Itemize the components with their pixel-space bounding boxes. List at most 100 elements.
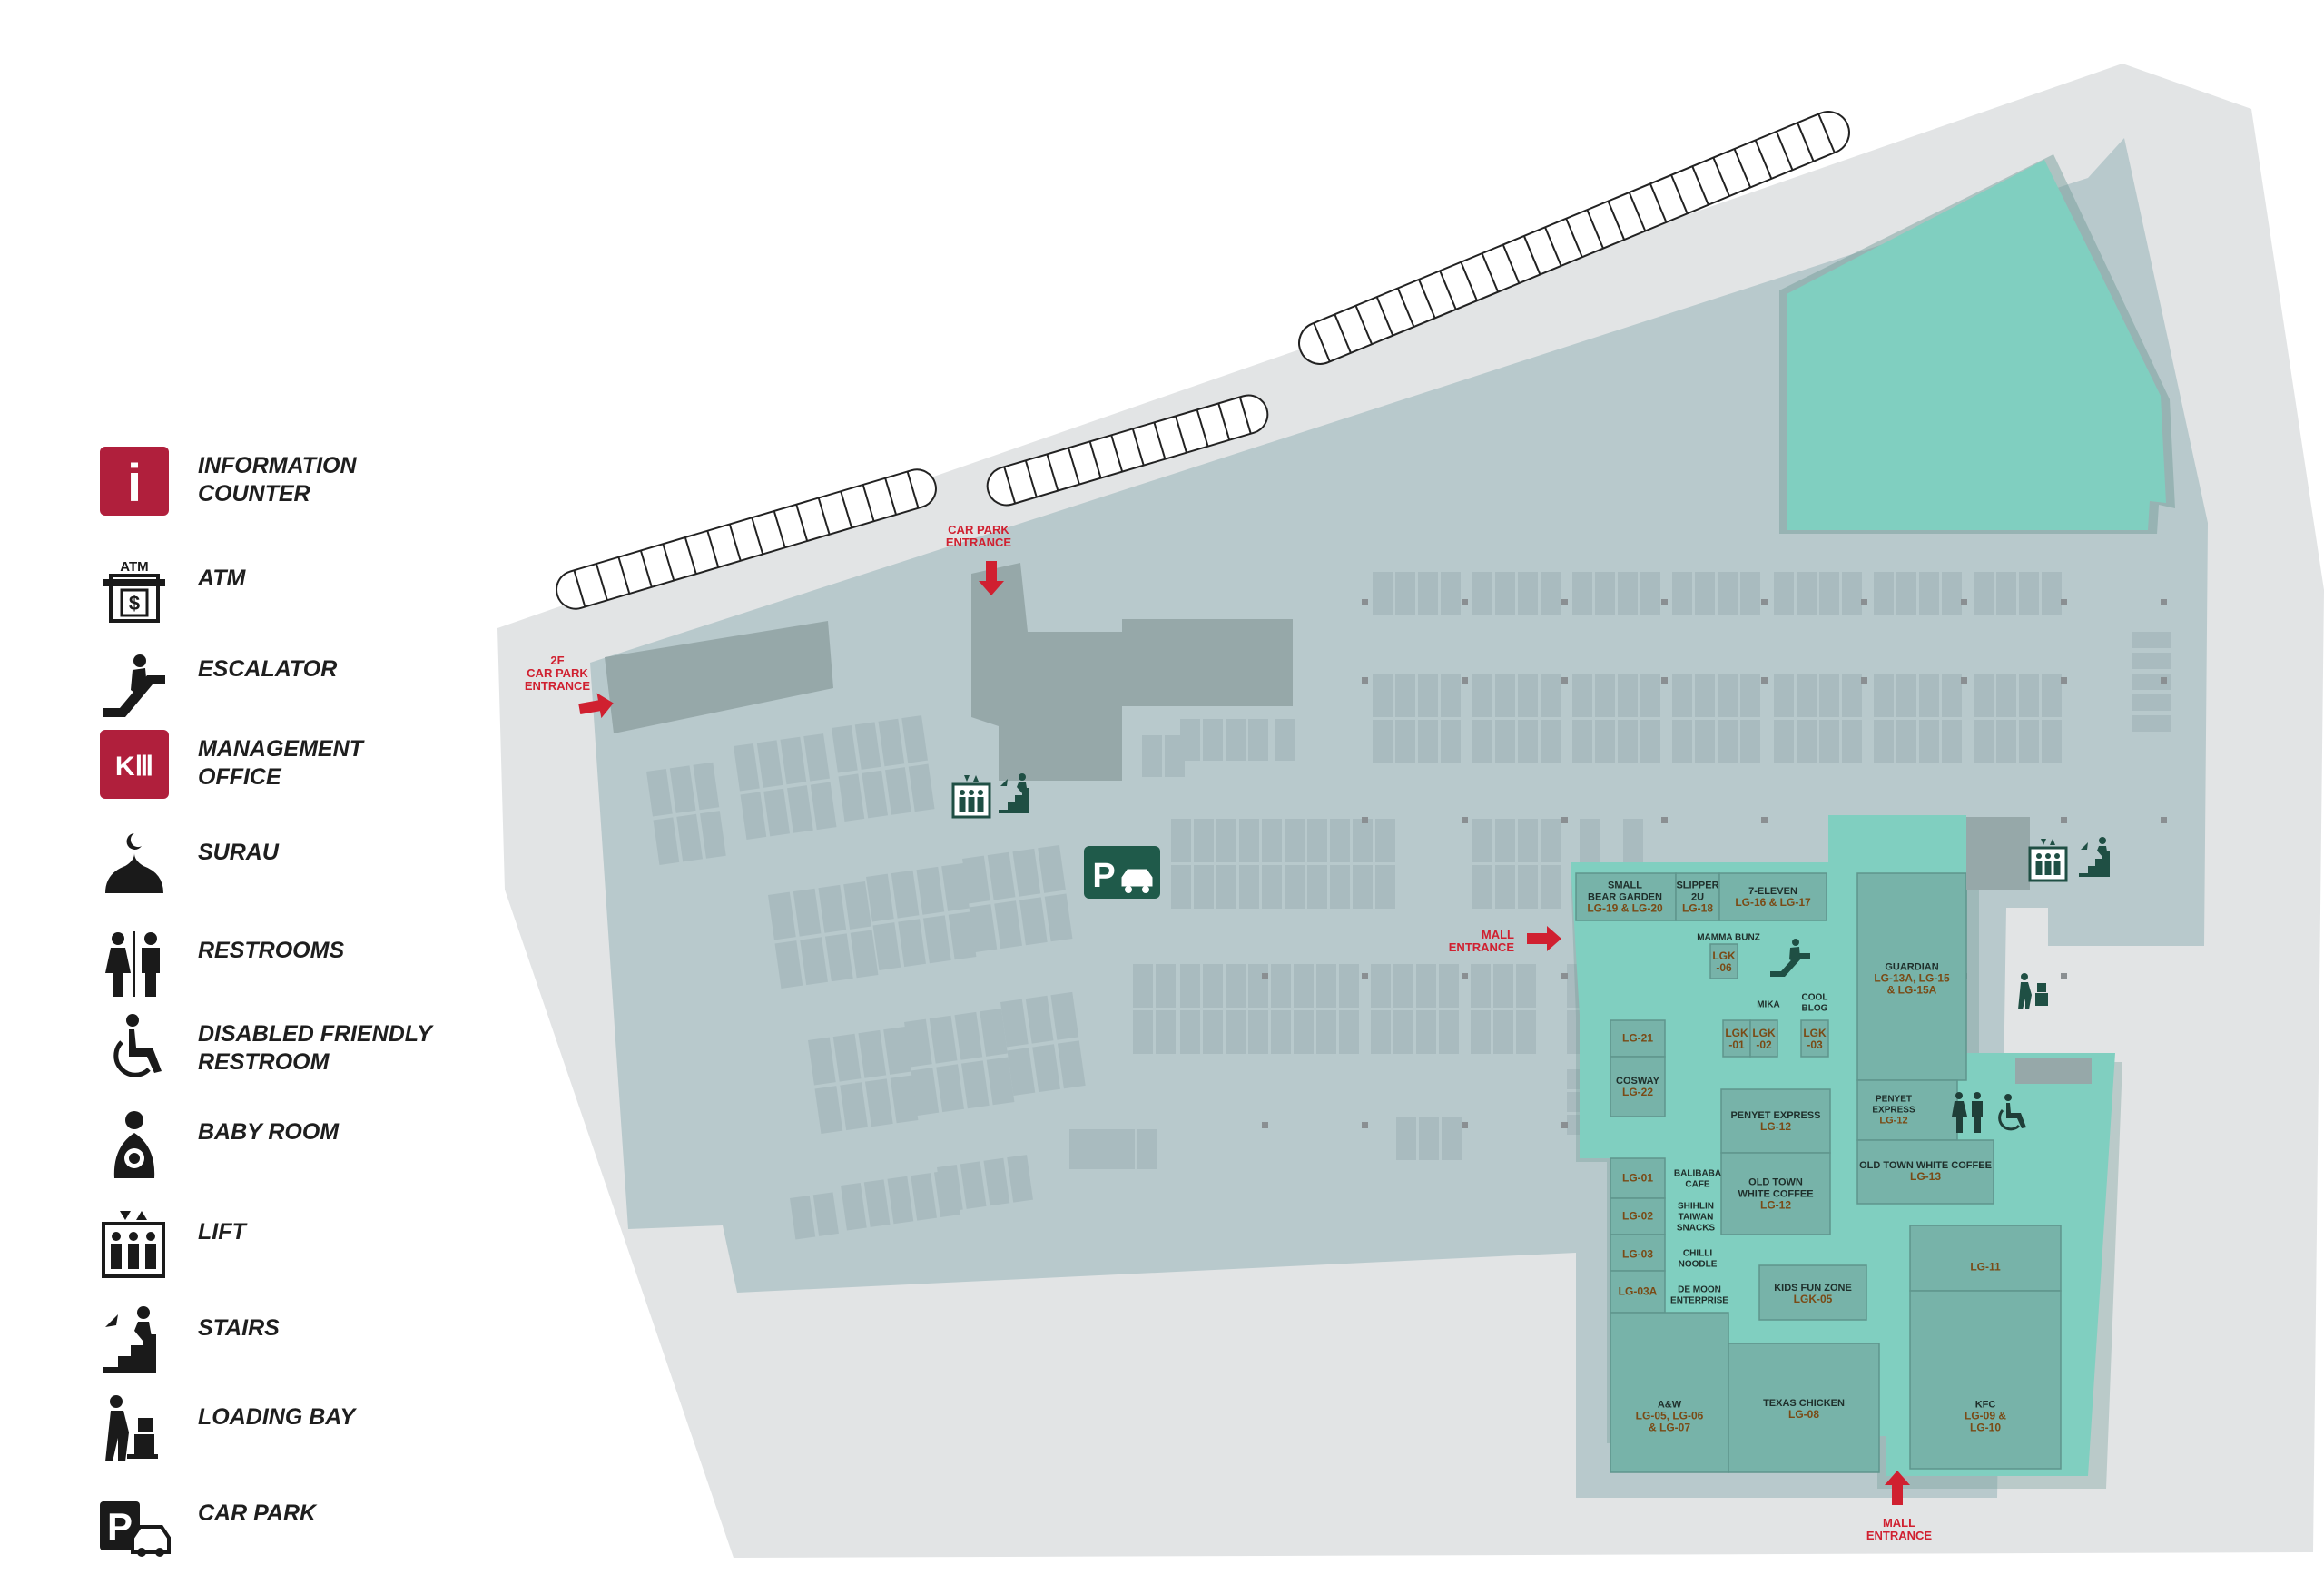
- store-name: SLIPPER: [1676, 881, 1718, 891]
- store-unit: LG-01: [1622, 1172, 1653, 1185]
- structure-block-2: [971, 563, 1122, 781]
- lift-icon: [98, 1207, 171, 1280]
- pillar: [1661, 677, 1668, 684]
- legend-label: STAIRS: [198, 1315, 280, 1341]
- pillar: [2061, 817, 2067, 823]
- lift-icon: [2028, 839, 2068, 882]
- pillar: [1861, 677, 1867, 684]
- pillar: [1561, 677, 1568, 684]
- kiosk-lgk-06: [1709, 943, 1738, 979]
- store-name: COOL: [1802, 992, 1828, 1002]
- parking-bays: [1572, 674, 1660, 763]
- pillar: [2061, 973, 2067, 979]
- restrooms-icon: [98, 928, 171, 1000]
- legend-item: LIFT: [98, 1207, 479, 1289]
- store-unit: LG-22: [1622, 1086, 1653, 1098]
- store-unit: LG-11: [1970, 1261, 2001, 1274]
- parking-bays: [1472, 674, 1561, 763]
- store-unit: LGK-05: [1794, 1293, 1833, 1305]
- store-lg-02: [1610, 1197, 1666, 1235]
- store-unit: LGK: [1712, 950, 1736, 962]
- store-name: SNACKS: [1677, 1223, 1716, 1233]
- store-old-town-white-coffee-2: [1720, 1152, 1831, 1235]
- entrance-arrow: [979, 561, 1004, 595]
- roadside-parking-3: [1298, 111, 1850, 365]
- store-label: LG-21: [1622, 1032, 1653, 1045]
- store-penyet-express: [1720, 1088, 1831, 1154]
- store-name: COSWAY: [1616, 1076, 1660, 1087]
- disabled-restroom-icon: [98, 1011, 171, 1084]
- svg-text:ENTRANCE: ENTRANCE: [525, 679, 591, 693]
- pillar: [1561, 1122, 1568, 1128]
- store-name: KFC: [1975, 1400, 1996, 1411]
- store-7-eleven: [1718, 872, 1827, 921]
- svg-text:P: P: [1092, 857, 1115, 895]
- structure-block-3: [1122, 619, 1293, 706]
- parking-bays: [904, 1008, 1015, 1116]
- svg-text:ENTRANCE: ENTRANCE: [946, 536, 1012, 549]
- store-old-town-white-coffee: [1856, 1139, 1994, 1205]
- store-unit: LG-08: [1788, 1408, 1819, 1421]
- parking-bays: [1171, 819, 1395, 909]
- store-unit: -03: [1807, 1038, 1823, 1051]
- legend-label: SURAU: [198, 840, 279, 865]
- store-name: A&W: [1658, 1400, 1682, 1411]
- parking-bays: [1133, 964, 1176, 1054]
- legend-item: DISABLED FRIENDLY RESTROOM: [98, 1011, 479, 1093]
- pillar: [1661, 817, 1668, 823]
- legend-item: BABY ROOM: [98, 1109, 479, 1191]
- loading-bay-icon: [98, 1392, 171, 1465]
- svg-text:P: P: [107, 1505, 133, 1548]
- store-unit: -01: [1728, 1038, 1745, 1051]
- parking-bays: [962, 844, 1073, 952]
- store-unit: LG-16 & LG-17: [1735, 896, 1811, 909]
- pillar: [1262, 973, 1268, 979]
- pillar: [1362, 817, 1368, 823]
- store-name: TAIWAN: [1679, 1212, 1714, 1222]
- parking-bays: [1373, 674, 1461, 763]
- store-unit: LG-10: [1970, 1422, 2001, 1434]
- legend-label: ATM: [198, 566, 246, 591]
- parking-bays: [1472, 819, 1561, 909]
- pillar: [1661, 599, 1668, 605]
- store-unit: LG-19 & LG-20: [1587, 902, 1663, 915]
- store-unit: LG-13: [1910, 1170, 1941, 1183]
- pillar: [1462, 1122, 1468, 1128]
- parking-bays: [808, 1026, 919, 1134]
- parking-bays: [1396, 1117, 1462, 1160]
- store-name: ENTERPRISE: [1670, 1295, 1728, 1305]
- pillar: [1561, 599, 1568, 605]
- store-label: LG-11: [1970, 1261, 2001, 1274]
- store-label: MIKA: [1757, 999, 1780, 1009]
- parking-bays: [1371, 964, 1459, 1054]
- store-kids-fun-zone: [1758, 1264, 1867, 1321]
- parking-bays: [790, 1192, 839, 1240]
- store-name: NOODLE: [1679, 1259, 1718, 1269]
- escalator-icon: [98, 648, 171, 721]
- store-label: LGK-02: [1752, 1027, 1776, 1051]
- store-label: LGK-01: [1725, 1027, 1748, 1051]
- pillar: [2161, 677, 2167, 684]
- store-texas-chicken: [1728, 1343, 1880, 1473]
- pillar: [1462, 677, 1468, 684]
- parking-bays: [1572, 572, 1660, 615]
- store-name: SHIHLIN: [1678, 1201, 1714, 1211]
- disabled-restroom-icon: [1998, 1094, 2026, 1131]
- legend-label: ESCALATOR: [198, 656, 338, 682]
- store-cosway: [1610, 1056, 1666, 1117]
- pillar: [2161, 599, 2167, 605]
- legend-label: LOADING BAY: [198, 1404, 356, 1430]
- legend-item: RESTROOMS: [98, 928, 479, 1009]
